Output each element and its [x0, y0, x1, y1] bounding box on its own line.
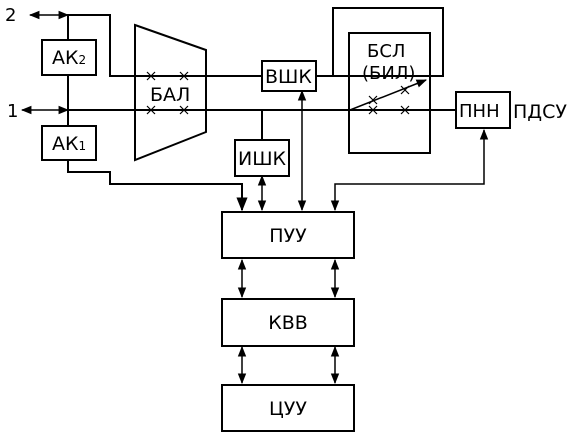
bsl-adjust-arrow: [349, 79, 427, 111]
wire-ak1-bottom: [67, 160, 248, 212]
port-2-label: 2: [5, 5, 16, 26]
tsuu-label: ЦУУ: [269, 398, 307, 420]
puu-label: ПУУ: [269, 225, 307, 247]
svg-text:АК2: АК2: [52, 47, 86, 69]
kvv-label: КВВ: [268, 312, 308, 334]
ak2-subscript: 2: [79, 53, 87, 67]
ak1-subscript: 1: [79, 139, 87, 153]
block-ishk: ИШК: [234, 139, 290, 177]
vshk-label: ВШК: [265, 66, 312, 88]
block-kvv: КВВ: [221, 298, 355, 347]
wire-loop-over-bsl: [332, 7, 444, 77]
bal-label: БАЛ: [150, 84, 190, 106]
block-ak1: АК1: [41, 125, 97, 161]
wire-pnn-puu: [330, 128, 489, 212]
pnn-label: ПНН: [459, 101, 500, 122]
wires: [20, 7, 489, 385]
bsl-cross-marks: [368, 85, 410, 115]
block-bal: БАЛ: [134, 23, 207, 162]
wire-ak2-top: [67, 14, 135, 77]
block-ak2: АК2: [41, 39, 97, 76]
ak2-label: АК: [52, 47, 79, 69]
ak1-label: АК: [52, 133, 79, 155]
bal-cross-marks: [146, 71, 189, 115]
bsl-label: БСЛ: [367, 41, 405, 62]
block-tsuu: ЦУУ: [221, 384, 355, 432]
block-puu: ПУУ: [221, 211, 355, 259]
bil-label: (БИЛ): [362, 63, 415, 84]
block-bsl: БСЛ (БИЛ): [348, 32, 431, 154]
ishk-label: ИШК: [238, 148, 287, 170]
svg-text:АК1: АК1: [52, 133, 86, 155]
pdsu-label: ПДСУ: [513, 101, 567, 123]
block-vshk: ВШК: [261, 60, 317, 92]
block-pnn: ПНН: [455, 91, 511, 129]
port-1-label: 1: [7, 101, 18, 122]
